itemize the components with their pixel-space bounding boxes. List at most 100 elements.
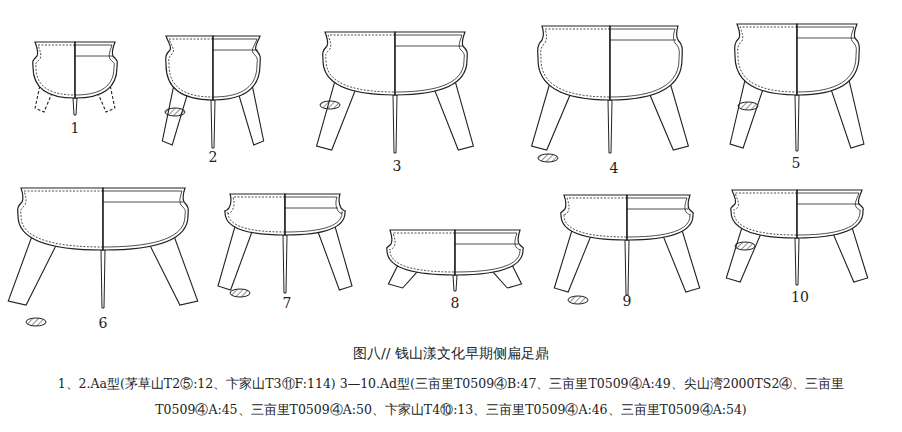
vessel-outline (387, 230, 455, 275)
vessel-wall (228, 197, 285, 232)
tripod-vessel (33, 42, 118, 115)
vessel-outline (18, 188, 103, 250)
vessel-wall (36, 45, 75, 95)
vessel-section (610, 26, 682, 100)
leg-section (735, 242, 755, 250)
vessel-wall (627, 198, 690, 237)
vessel-outline (225, 194, 285, 235)
center-line (103, 188, 104, 250)
vessel-leg (608, 100, 612, 153)
vessel-leg (73, 98, 77, 115)
vessel-leg (453, 275, 457, 291)
tripod-vessel (218, 194, 352, 297)
vessel-leg (283, 235, 287, 293)
figure-title: 图八// 钱山漾文化早期侧扁足鼎 (0, 344, 902, 362)
rim-line (395, 46, 463, 47)
vessel-wall (541, 29, 610, 97)
vessel-outline (323, 32, 395, 95)
vessel-section (213, 36, 260, 100)
figure-caption: 1、2.Aa型(茅草山T2⑤:12、卞家山T3⑪F:114) 3—10.Ad型(… (16, 371, 886, 423)
vessel-section (285, 194, 345, 235)
vessel-wall (797, 193, 860, 235)
vessel-section (103, 188, 188, 250)
rim-line (455, 244, 518, 245)
vessel-wall (455, 233, 520, 272)
rim-line (213, 50, 258, 51)
vessel-wall (103, 191, 185, 247)
leg-section (165, 108, 185, 116)
rim-line (627, 209, 688, 210)
vessel-section (75, 42, 117, 98)
vessel-leg (101, 250, 105, 308)
tripod-vessel (387, 230, 524, 291)
tripod-vessel (8, 188, 198, 326)
vessel-leg (795, 238, 799, 285)
vessel-outline (538, 26, 610, 100)
vessel-outline (33, 42, 75, 98)
center-line (455, 230, 456, 275)
center-line (285, 194, 286, 235)
vessel-wall (610, 29, 679, 97)
rim-line (103, 202, 183, 203)
vessel-wall (75, 45, 114, 95)
vessel-wall (285, 197, 342, 232)
vessel-leg (218, 224, 252, 290)
tripod-vessel (730, 24, 864, 151)
center-line (627, 195, 628, 240)
vessel-leg (625, 240, 629, 295)
vessel-section (797, 190, 863, 238)
center-line (797, 190, 798, 238)
vessel-leg (663, 227, 699, 292)
vessel-outline (735, 24, 797, 95)
tripod-vessel (726, 190, 867, 285)
figure-number: 9 (623, 293, 632, 309)
leg-section (320, 101, 340, 109)
figure-number: 3 (393, 158, 402, 174)
center-line (395, 32, 396, 95)
vessel-leg (795, 95, 799, 151)
figure-number: 4 (610, 160, 619, 176)
vessel-leg (318, 224, 352, 290)
vessel-wall (390, 233, 455, 272)
leg-section (568, 296, 588, 304)
vessel-wall (797, 27, 856, 92)
figure-number: 7 (283, 295, 292, 311)
vessel-wall (169, 39, 213, 97)
figure-number: 6 (99, 315, 108, 331)
vessel-outline (731, 190, 797, 238)
figure-number: 2 (209, 149, 218, 165)
rim-line (285, 208, 338, 209)
rim-line (797, 204, 860, 205)
vessel-wall (564, 198, 627, 237)
vessel-section (797, 24, 859, 95)
vessel-wall (213, 39, 257, 97)
vessel-section (455, 230, 523, 275)
vessel-outline (561, 195, 627, 240)
vessel-leg (554, 227, 590, 292)
tripod-vessel (162, 36, 263, 148)
vessel-section (627, 195, 693, 240)
vessel-section (395, 32, 467, 95)
vessel-wall (326, 35, 395, 92)
vessel-outline (166, 36, 213, 100)
vessel-wall (738, 27, 797, 92)
figure-number: 5 (792, 155, 801, 171)
rim-line (610, 40, 676, 41)
center-line (797, 24, 798, 95)
leg-section (538, 154, 558, 162)
rim-line (797, 38, 855, 39)
tripod-vessel (317, 32, 474, 153)
figure-number: 8 (451, 295, 460, 311)
tripod-vessel (532, 26, 689, 162)
tripod-vessel (554, 195, 699, 304)
center-line (213, 36, 214, 100)
leg-section (26, 318, 46, 326)
vessel-wall (395, 35, 464, 92)
figure-number: 1 (71, 120, 80, 136)
vessel-wall (734, 193, 797, 235)
vessel-wall (21, 191, 103, 247)
figure-number: 10 (791, 289, 809, 305)
rim-line (75, 56, 113, 57)
center-line (75, 42, 76, 98)
